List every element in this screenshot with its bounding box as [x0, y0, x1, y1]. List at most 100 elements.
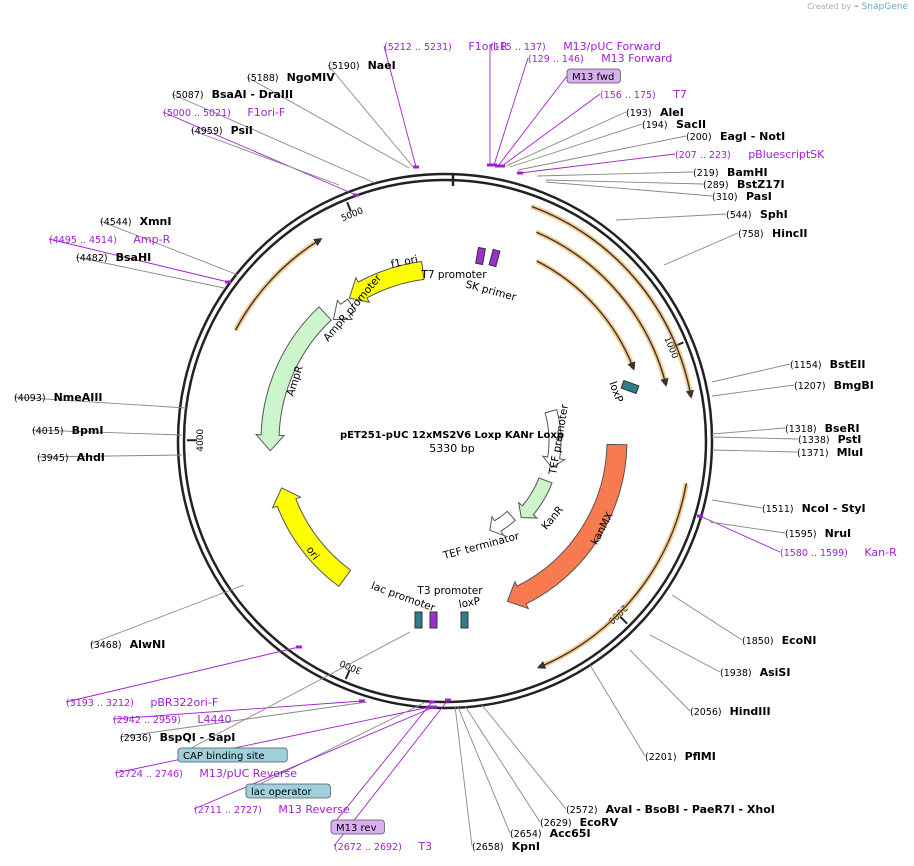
feature-pill	[330, 819, 385, 835]
label-leader-line	[112, 700, 363, 720]
feature-tick	[487, 163, 493, 167]
enzyme-name: BstZ17I	[737, 178, 785, 191]
feature-tick	[697, 514, 703, 518]
site-position: (1595)	[785, 529, 817, 540]
enzyme-name: BseRI	[825, 422, 860, 435]
site-position: (2572)	[566, 805, 598, 816]
label-leader-line	[464, 705, 541, 823]
label-leader-line	[119, 701, 368, 738]
backbone-inner	[182, 178, 708, 704]
site-position: (115 .. 137)	[490, 42, 546, 53]
site-position: (2711 .. 2727)	[194, 805, 262, 816]
label-leader-line	[699, 515, 781, 553]
feature-tick	[431, 705, 437, 709]
feature-name: M13/pUC Reverse	[199, 767, 297, 780]
label-leader-line	[177, 631, 411, 756]
label-leader-line	[36, 454, 183, 458]
site-position: (310)	[712, 192, 738, 203]
label-leader-line	[519, 153, 676, 174]
site-position: (194)	[642, 120, 668, 131]
enzyme-name: NcoI - StyI	[802, 502, 866, 515]
feature-tick	[353, 193, 359, 197]
feature-name: L4440	[197, 713, 231, 726]
orf-arc	[535, 229, 669, 386]
feature-tick	[499, 164, 505, 168]
enzyme-name: NaeI	[368, 59, 396, 72]
orf-arc	[535, 258, 636, 370]
enzyme-name: AsiSI	[760, 666, 791, 679]
label-leader-line	[493, 57, 529, 166]
orf-arc	[530, 204, 694, 397]
site-position: (4495 .. 4514)	[49, 235, 117, 246]
enzyme-name: BpmI	[72, 424, 104, 437]
label-leader-line	[711, 436, 799, 440]
site-position: (129 .. 146)	[528, 54, 584, 65]
label-leader-line	[711, 499, 763, 509]
feature-label: f1 ori	[390, 253, 419, 270]
enzyme-name: NruI	[825, 527, 852, 540]
enzyme-name: BamHI	[727, 166, 768, 179]
site-position: (289)	[703, 180, 729, 191]
feature-label: KanR	[539, 504, 566, 532]
site-position: (544)	[726, 210, 752, 221]
tick-label: 5000	[340, 206, 365, 224]
plasmid-size: 5330 bp	[429, 442, 474, 455]
site-position: (1580 .. 1599)	[780, 548, 848, 559]
feature-label: AmpR promoter	[321, 272, 384, 344]
label-leader-line	[663, 232, 739, 266]
orf-arc	[233, 237, 322, 332]
feature-name: pBR322ori-F	[150, 696, 218, 709]
label-leader-line	[114, 706, 431, 774]
enzyme-name: BsaHI	[116, 251, 152, 264]
enzyme-name: KpnI	[512, 840, 540, 853]
site-position: (3468)	[90, 640, 122, 651]
feature-block	[460, 611, 469, 629]
feature-name: T3	[417, 840, 432, 853]
label-leader-line	[31, 429, 183, 436]
feature-pill-label: M13 fwd	[572, 72, 614, 83]
enzyme-name: NgoMIV	[287, 71, 336, 84]
label-leader-line	[481, 704, 567, 810]
label-leader-line	[75, 256, 225, 289]
enzyme-name: AleI	[660, 106, 684, 119]
feature-block	[620, 379, 640, 395]
feature-tick	[429, 700, 435, 704]
site-position: (1850)	[742, 636, 774, 647]
site-position: (219)	[693, 168, 719, 179]
site-position: (200)	[686, 132, 712, 143]
backbone-outer	[176, 172, 714, 710]
label-leader-line	[48, 238, 229, 283]
site-position: (2629)	[540, 818, 572, 829]
label-leader-line	[711, 427, 786, 435]
site-position: (4544)	[100, 217, 132, 228]
site-position: (5087)	[172, 90, 204, 101]
feature-name: T7	[672, 88, 687, 101]
site-position: (2201)	[645, 752, 677, 763]
site-position: (2658)	[472, 842, 504, 853]
site-position: (4482)	[76, 253, 108, 264]
label-leader-line	[457, 706, 511, 834]
feature-tick	[359, 699, 365, 703]
feature-arrow	[517, 477, 553, 519]
site-position: (207 .. 223)	[675, 150, 731, 161]
feature-label: TEF terminator	[441, 530, 521, 562]
label-leader-line	[509, 123, 643, 168]
feature-block	[475, 246, 486, 266]
label-leader-line	[517, 135, 687, 171]
enzyme-name: AvaI - BsoBI - PaeR7I - XhoI	[606, 803, 775, 816]
feature-arrow	[489, 510, 516, 537]
feature-block	[429, 611, 438, 629]
feature-label: loxP	[458, 595, 481, 611]
label-leader-line	[65, 646, 300, 703]
label-leader-line	[505, 111, 627, 167]
feature-pill	[566, 68, 621, 84]
site-position: (1511)	[762, 504, 794, 515]
site-position: (5000 .. 5021)	[163, 108, 231, 119]
orf-line	[536, 231, 669, 387]
feature-arrow	[348, 260, 425, 304]
site-position: (1318)	[785, 424, 817, 435]
site-position: (2936)	[120, 733, 152, 744]
label-leader-line	[246, 76, 410, 169]
feature-pill-label: M13 rev	[336, 823, 377, 834]
enzyme-name: MluI	[837, 446, 864, 459]
